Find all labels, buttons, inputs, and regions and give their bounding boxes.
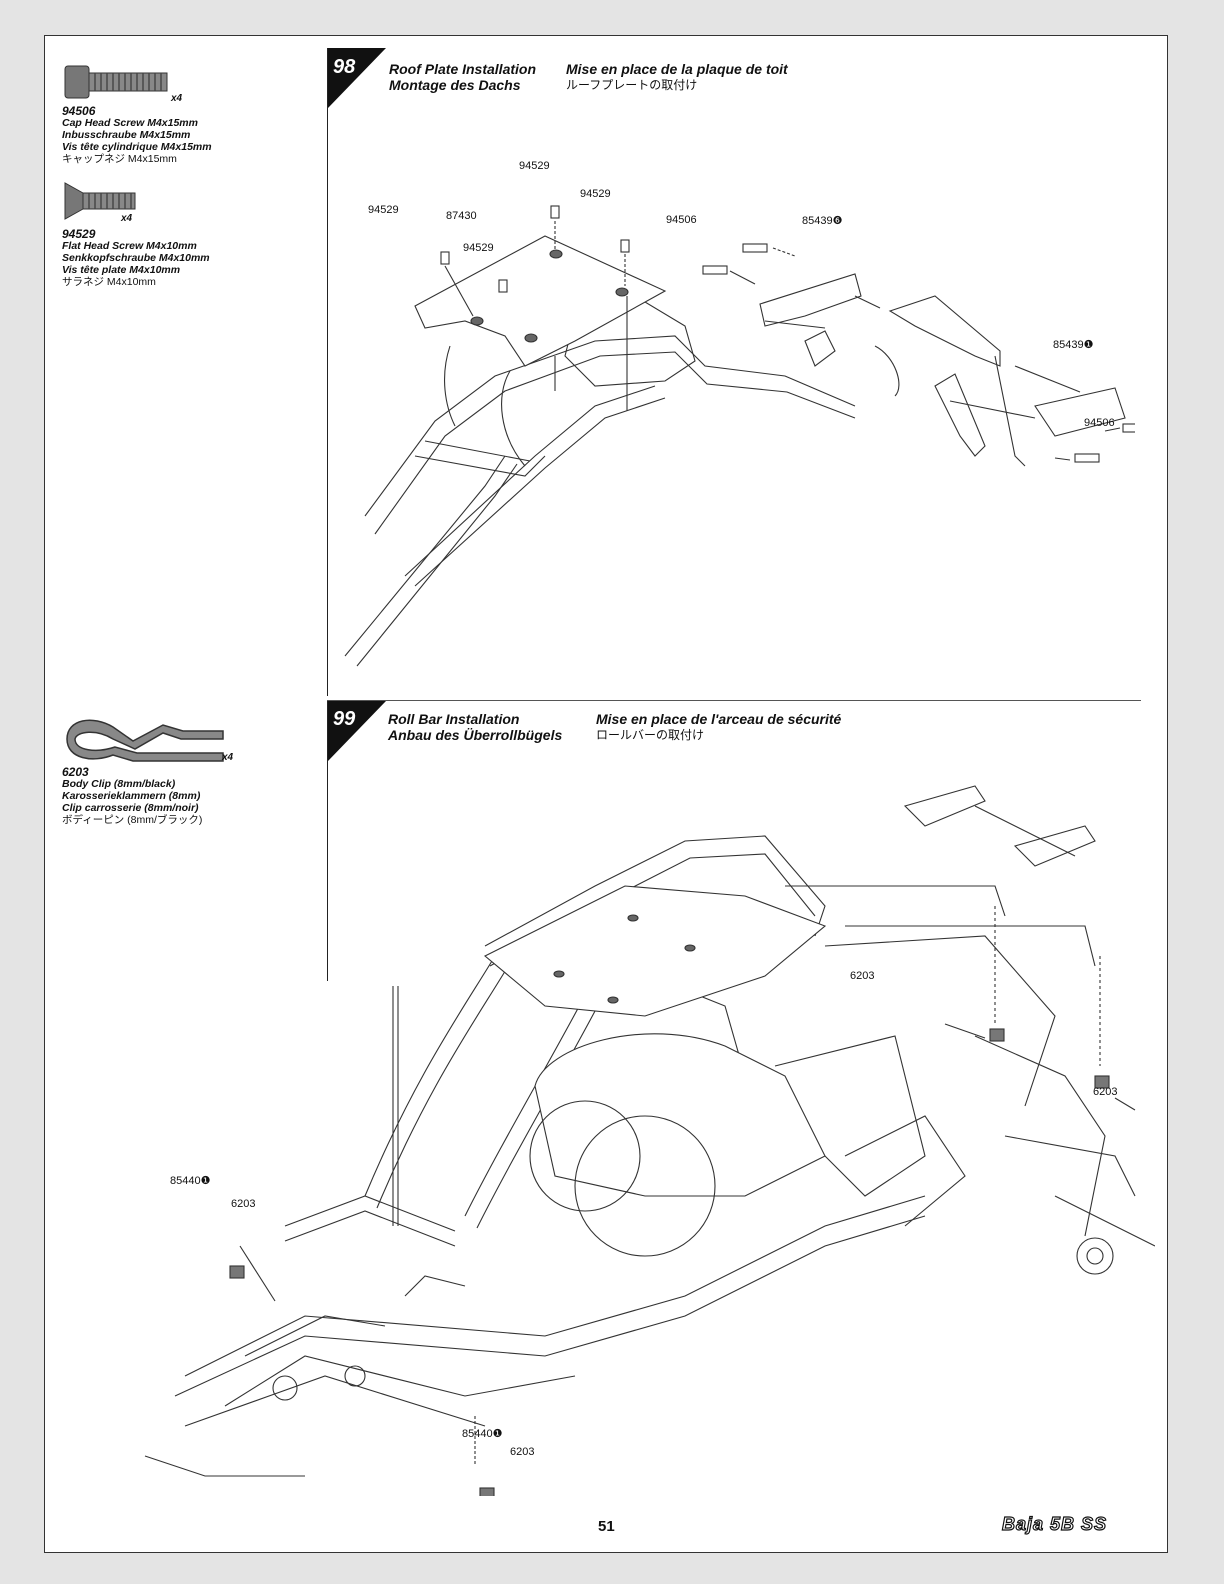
part-name-de: Inbusschraube M4x15mm xyxy=(62,129,191,141)
roof-plate-diagram xyxy=(344,205,1135,667)
step-98-badge xyxy=(328,48,386,108)
part-callout: 6203 xyxy=(850,970,875,982)
part-callout: 85440❶ xyxy=(170,1175,211,1187)
step-number: 99 xyxy=(333,708,356,730)
part-callout: 6203 xyxy=(510,1446,535,1458)
step-title-en: Roll Bar Installation xyxy=(388,711,520,727)
part-number: 94529 xyxy=(62,227,96,241)
part-callout: 94506 xyxy=(666,214,697,226)
part-callout: 6203 xyxy=(231,1198,256,1210)
part-callout: 94529 xyxy=(580,188,611,200)
part-number: 94506 xyxy=(62,104,96,118)
part-callout: 85439❶ xyxy=(1053,339,1094,351)
part-name-jp: ボディーピン (8mm/ブラック) xyxy=(62,814,203,826)
step-title-en: Roof Plate Installation xyxy=(389,61,537,77)
part-quantity: x4 xyxy=(121,213,133,224)
step-title-jp: ルーフプレートの取付け xyxy=(566,78,698,92)
part-name-fr: Vis tête cylindrique M4x15mm xyxy=(62,141,212,153)
cap-head-screw-icon xyxy=(64,65,168,99)
manual-page: x4 94506 Cap Head Screw M4x15mm Inbussch… xyxy=(44,35,1168,1553)
step-divider xyxy=(327,700,1141,701)
part-quantity: x4 xyxy=(222,752,234,763)
part-callout: 85439❻ xyxy=(802,215,843,227)
part-94529-label: 94529 Flat Head Screw M4x10mm Senkkopfsc… xyxy=(62,228,282,288)
part-callout: 6203 xyxy=(1093,1086,1118,1098)
part-callout: 94529 xyxy=(368,204,399,216)
body-clip-icon xyxy=(66,719,224,762)
part-callout: 87430 xyxy=(446,210,477,222)
step-99-badge xyxy=(328,701,386,761)
part-name-en: Cap Head Screw M4x15mm xyxy=(62,117,198,129)
part-callout: 94506 xyxy=(1084,417,1115,429)
part-number: 6203 xyxy=(62,765,89,779)
part-name-jp: キャップネジ M4x15mm xyxy=(62,153,177,165)
step-title-jp: ロールバーの取付け xyxy=(596,728,705,742)
brand-logo: Baja 5B SS xyxy=(1001,1513,1108,1534)
part-callout: 85440❶ xyxy=(462,1428,503,1440)
flat-head-screw-icon xyxy=(64,182,136,220)
step-title-de: Montage des Dachs xyxy=(389,77,521,93)
part-callout: 94529 xyxy=(463,242,494,254)
part-quantity: x4 xyxy=(171,93,183,104)
column-divider xyxy=(327,701,328,981)
part-name-en: Body Clip (8mm/black) xyxy=(62,778,176,790)
part-94506-label: 94506 Cap Head Screw M4x15mm Inbusschrau… xyxy=(62,105,282,165)
part-name-en: Flat Head Screw M4x10mm xyxy=(62,240,197,252)
step-title-de: Anbau des Überrollbügels xyxy=(388,727,563,743)
step-number: 98 xyxy=(333,56,356,78)
step-title-fr: Mise en place de l'arceau de sécurité xyxy=(596,711,842,727)
step-title-fr: Mise en place de la plaque de toit xyxy=(566,61,788,77)
roll-bar-diagram xyxy=(144,785,1155,1496)
part-name-de: Senkkopfschraube M4x10mm xyxy=(62,252,210,264)
part-name-de: Karosserieklammern (8mm) xyxy=(62,790,201,802)
part-callout: 94529 xyxy=(519,160,550,172)
part-name-fr: Clip carrosserie (8mm/noir) xyxy=(62,802,199,814)
part-6203-label: 6203 Body Clip (8mm/black) Karosseriekla… xyxy=(62,766,282,826)
column-divider xyxy=(327,48,328,696)
page-number: 51 xyxy=(598,1518,615,1535)
part-name-jp: サラネジ M4x10mm xyxy=(62,276,156,288)
part-name-fr: Vis tête plate M4x10mm xyxy=(62,264,181,276)
